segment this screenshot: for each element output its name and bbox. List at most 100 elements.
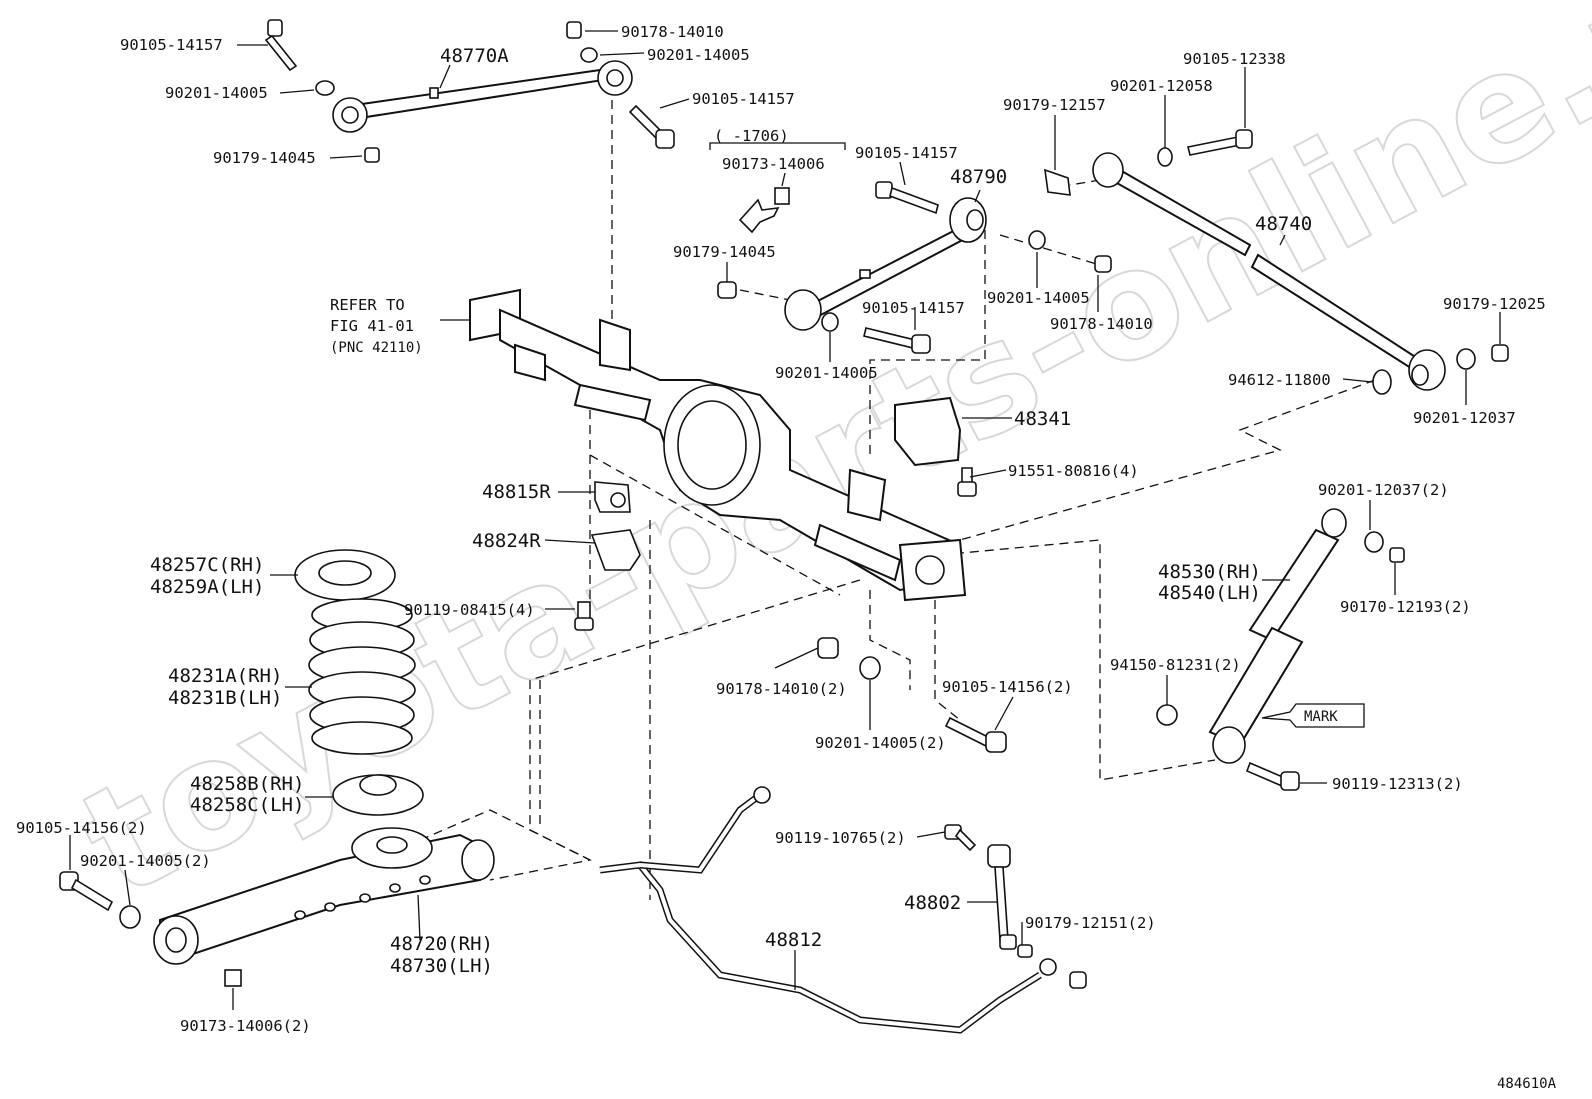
stabilizer-link-48802 xyxy=(987,844,1033,958)
label-48259A: 48259A(LH) xyxy=(150,576,264,598)
dashed-guide-lines xyxy=(419,100,1376,900)
label-48790: 48790 xyxy=(950,166,1007,188)
label-48802: 48802 xyxy=(904,892,961,914)
bushing-94150-81231 xyxy=(1156,704,1178,726)
label-48257C: 48257C(RH) xyxy=(150,554,264,576)
label-90119-08415: 90119-08415(4) xyxy=(404,601,535,619)
label-90170-12193: 90170-12193(2) xyxy=(1340,598,1471,616)
lower-arm-48720 xyxy=(153,827,495,965)
bolt-91551-80816 xyxy=(957,467,977,497)
bracket-48341 xyxy=(894,396,962,467)
nut-90170-12193 xyxy=(1389,547,1405,563)
label-90173-14006-a: 90173-14006 xyxy=(722,155,825,173)
bolt-90105-12338 xyxy=(1187,129,1253,156)
label-48258C: 48258C(LH) xyxy=(190,794,304,816)
nut-90179-14045-b xyxy=(717,281,737,299)
axle-housing xyxy=(469,288,967,602)
mark-label: MARK xyxy=(1304,709,1338,725)
bolt-90119-08415 xyxy=(574,601,594,631)
part-labels: 90105-14157 48770A 90178-14010 90201-140… xyxy=(16,23,1557,1092)
washer-d xyxy=(1028,230,1046,250)
label-90173-14006-b: 90173-14006(2) xyxy=(180,1017,311,1035)
label-90201-12037: 90201-12037 xyxy=(1413,409,1516,427)
label-48824R: 48824R xyxy=(472,530,541,552)
label-90119-12313: 90119-12313(2) xyxy=(1332,775,1463,793)
figure-code: 484610A xyxy=(1497,1076,1557,1092)
label-48720: 48720(RH) xyxy=(390,933,493,955)
label-48258B: 48258B(RH) xyxy=(190,773,304,795)
refer-line-1: REFER TO xyxy=(330,296,405,314)
label-48530: 48530(RH) xyxy=(1158,561,1261,583)
label-48730: 48730(LH) xyxy=(390,955,493,977)
bolt-90105-14157-b xyxy=(628,104,675,149)
washer-a xyxy=(315,80,335,96)
label-48540: 48540(LH) xyxy=(1158,582,1261,604)
label-48812: 48812 xyxy=(765,929,822,951)
bolt-90105-14156-a xyxy=(59,871,114,912)
coil-spring xyxy=(308,598,416,755)
bolt-90105-14157-d xyxy=(863,327,931,354)
label-90179-14045-a: 90179-14045 xyxy=(213,149,316,167)
bolt-90119-10765 xyxy=(944,824,977,852)
washer-90201-12037 xyxy=(1456,348,1476,370)
label-48231B: 48231B(LH) xyxy=(168,687,282,709)
label-90178-14010-c: 90178-14010(2) xyxy=(716,680,847,698)
bolt-90105-14157-c xyxy=(875,181,939,215)
nut-b xyxy=(566,21,582,39)
label-48341: 48341 xyxy=(1014,408,1071,430)
upper-spring-seat xyxy=(294,549,396,601)
nut-90179-12025 xyxy=(1491,344,1509,362)
nut-90179-12151 xyxy=(1069,971,1087,989)
label-90201-14005-d: 90201-14005 xyxy=(775,364,878,382)
lateral-rod-48770A xyxy=(332,60,633,133)
label-90201-14005-e: 90201-14005(2) xyxy=(80,852,211,870)
label-48231A: 48231A(RH) xyxy=(168,665,282,687)
mark-callout xyxy=(1261,703,1365,728)
label-90201-12037-b: 90201-12037(2) xyxy=(1318,481,1449,499)
label-90201-14005-b: 90201-14005 xyxy=(165,84,268,102)
nut-90178-14010-b xyxy=(1094,255,1112,273)
label-48770A: 48770A xyxy=(440,45,509,67)
nut-90173-14006 xyxy=(774,187,790,205)
bushing-94612-11800 xyxy=(1372,369,1392,395)
washer-90201-12058 xyxy=(1157,147,1173,167)
label-90179-12157: 90179-12157 xyxy=(1003,96,1106,114)
refer-line-2: FIG 41-01 xyxy=(330,317,414,335)
stabilizer-bushing-48815R xyxy=(594,481,631,513)
lower-spring-seat xyxy=(332,774,424,816)
label-90105-14157-c: 90105-14157 xyxy=(855,144,958,162)
label-48815R: 48815R xyxy=(482,481,551,503)
bolt-90105-14157-a xyxy=(264,19,298,72)
bracket-48824R xyxy=(590,529,641,571)
label-90119-10765: 90119-10765(2) xyxy=(775,829,906,847)
label-90201-14005-a: 90201-14005 xyxy=(647,46,750,64)
washer-c xyxy=(821,312,839,332)
label-90105-14156-b: 90105-14156(2) xyxy=(942,678,1073,696)
label-90105-14156-a: 90105-14156(2) xyxy=(16,819,147,837)
label-90105-12338: 90105-12338 xyxy=(1183,50,1286,68)
upper-arm-48790 xyxy=(784,197,987,331)
nut-90178-14010-c xyxy=(817,637,839,659)
label-90179-14045-b: 90179-14045 xyxy=(673,243,776,261)
bolt-90105-14156-b xyxy=(944,716,1007,753)
bolt-90119-12313 xyxy=(1245,761,1300,791)
label-90178-14010-b: 90178-14010 xyxy=(1050,315,1153,333)
label-90105-14157-a: 90105-14157 xyxy=(120,36,223,54)
label-90179-12025: 90179-12025 xyxy=(1443,295,1546,313)
period-note: ( -1706) xyxy=(714,127,789,145)
label-90179-12151: 90179-12151(2) xyxy=(1025,914,1156,932)
nut-90179-12157 xyxy=(1044,168,1071,196)
refer-line-3: (PNC 42110) xyxy=(330,340,423,356)
washer-90201-14005-f xyxy=(859,656,881,680)
label-94612-11800: 94612-11800 xyxy=(1228,371,1331,389)
label-90201-12058: 90201-12058 xyxy=(1110,77,1213,95)
label-90201-14005-f: 90201-14005(2) xyxy=(815,734,946,752)
washer-90201-12037-b xyxy=(1364,531,1384,553)
label-90105-14157-d: 90105-14157 xyxy=(862,299,965,317)
label-91551-80816: 91551-80816(4) xyxy=(1008,462,1139,480)
washer-b xyxy=(580,47,598,63)
leader-lines xyxy=(69,30,1501,1010)
label-90105-14157-b: 90105-14157 xyxy=(692,90,795,108)
